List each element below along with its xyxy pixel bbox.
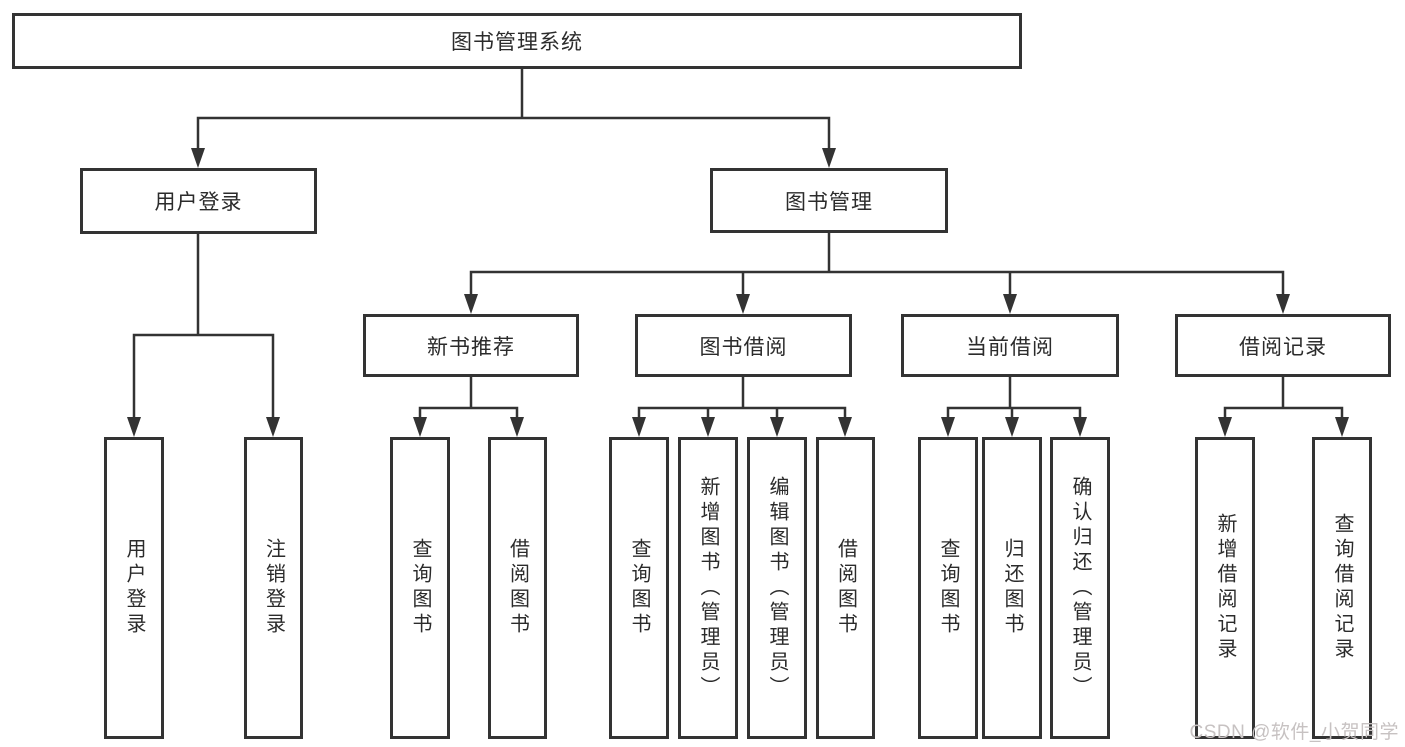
csdn-watermark: CSDN @软件_小贺同学	[1189, 722, 1399, 743]
node-label: 查询图书	[628, 538, 650, 638]
node-leaf-borrow-book-borrow: 借阅图书	[816, 437, 875, 739]
node-label: 图书借阅	[699, 335, 788, 359]
node-label: 新增借阅记录	[1214, 513, 1236, 663]
node-library-management-system: 图书管理系统	[12, 13, 1022, 69]
node-label: 查询借阅记录	[1331, 513, 1353, 663]
node-label: 用户登录	[154, 191, 243, 214]
node-label: 新书推荐	[427, 335, 515, 359]
node-leaf-query-book-current: 查询图书	[918, 437, 978, 739]
node-label: 查询图书	[409, 538, 431, 638]
node-label: 确认归还（管理员）	[1069, 475, 1091, 701]
node-leaf-query-book-borrow: 查询图书	[609, 437, 669, 739]
node-label: 借阅记录	[1239, 335, 1327, 359]
node-leaf-return-book: 归还图书	[982, 437, 1042, 739]
node-leaf-logout: 注销登录	[244, 437, 303, 739]
node-label: 编辑图书（管理员）	[766, 475, 788, 701]
node-book-borrow: 图书借阅	[635, 314, 852, 377]
node-label: 当前借阅	[966, 335, 1054, 359]
node-leaf-query-book-recommend: 查询图书	[390, 437, 450, 739]
node-new-book-recommend: 新书推荐	[363, 314, 579, 377]
node-label: 借阅图书	[834, 538, 857, 638]
node-leaf-edit-book-admin: 编辑图书（管理员）	[747, 437, 807, 739]
node-label: 新增图书（管理员）	[697, 475, 719, 701]
node-leaf-user-login: 用户登录	[104, 437, 164, 739]
node-leaf-borrow-book-recommend: 借阅图书	[488, 437, 547, 739]
node-label: 图书管理系统	[451, 31, 583, 54]
node-label: 用户登录	[123, 538, 145, 638]
node-label: 借阅图书	[506, 538, 529, 638]
node-borrow-records: 借阅记录	[1175, 314, 1391, 377]
node-label: 注销登录	[262, 538, 285, 638]
arrowheads	[127, 148, 1349, 437]
node-leaf-add-book-admin: 新增图书（管理员）	[678, 437, 738, 739]
node-user-login: 用户登录	[80, 168, 317, 234]
node-book-management: 图书管理	[710, 168, 948, 233]
node-label: 图书管理	[785, 190, 873, 214]
node-label: 归还图书	[1001, 538, 1023, 638]
node-leaf-add-borrow-record: 新增借阅记录	[1195, 437, 1255, 739]
node-label: 查询图书	[937, 538, 959, 638]
node-current-borrow: 当前借阅	[901, 314, 1119, 377]
node-leaf-query-borrow-record: 查询借阅记录	[1312, 437, 1372, 739]
node-leaf-confirm-return-admin: 确认归还（管理员）	[1050, 437, 1110, 739]
